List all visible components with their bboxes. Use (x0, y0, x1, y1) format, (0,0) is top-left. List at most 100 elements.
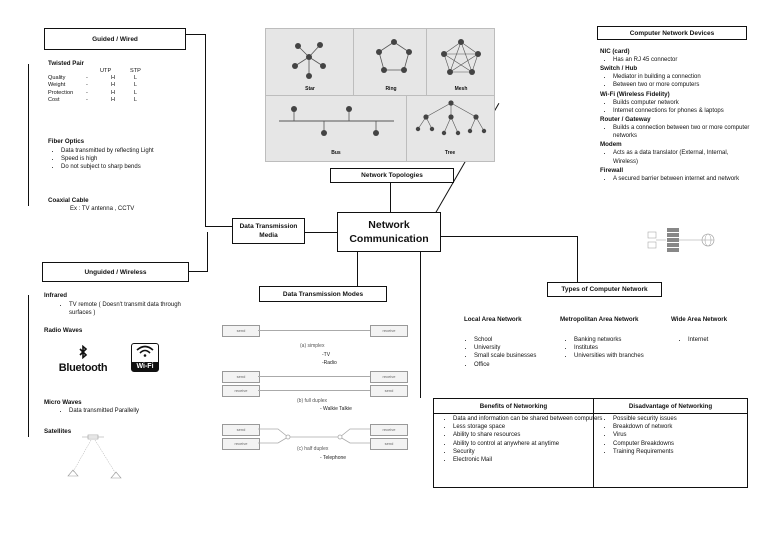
unguided-wireless-box: Unguided / Wireless (42, 262, 189, 282)
send-device: send (370, 438, 408, 450)
micro-waves-title: Micro Waves (44, 399, 82, 406)
tp-row-label: Quality (48, 75, 66, 82)
list-item: Internet (688, 336, 758, 344)
tp-utp: H (110, 89, 116, 96)
list-item: Builds computer network (613, 99, 750, 107)
data-transmission-modes-box: Data Transmission Modes (259, 286, 387, 302)
list-item: Banking networks (574, 336, 684, 344)
receive-device: receive (370, 371, 408, 383)
list-item: Builds a connection between two or more … (613, 124, 750, 140)
device-name: Wi-Fi (Wireless Fidelity) (600, 90, 670, 98)
full-duplex-caption: (b) full duplex (297, 398, 328, 404)
receive-label: receive (382, 374, 396, 379)
fiber-optics-list: Data transmitted by reflecting Light Spe… (48, 147, 191, 172)
list-item: Ability to control at anywhere at anytim… (453, 440, 605, 448)
connector-line (420, 252, 421, 398)
half-duplex-switch-lines (258, 428, 370, 444)
list-item: Acts as a data translator (External, Int… (613, 149, 750, 165)
list-item: Internet connections for phones & laptop… (613, 107, 750, 115)
list-item: Institutes (574, 344, 684, 352)
send-device: send (370, 385, 408, 397)
list-item: Virus (613, 431, 759, 439)
mesh-label: Mesh (454, 86, 468, 92)
list-item: Data transmitted Parallelly (69, 407, 201, 415)
types-title: Types of Computer Network (561, 286, 648, 293)
tp-utp: H (110, 75, 116, 82)
device-name: Router / Gateway (600, 116, 651, 124)
infrared-title: Infrared (44, 292, 68, 299)
firewall-illustration (647, 228, 715, 252)
list-item: Data transmitted by reflecting Light (61, 147, 191, 155)
benefits-list: Data and information can be shared betwe… (440, 415, 605, 464)
types-of-network-box: Types of Computer Network (547, 282, 662, 297)
coaxial-cable-title: Coaxial Cable (48, 197, 89, 204)
guided-wired-box: Guided / Wired (44, 28, 186, 50)
list-item: University (474, 344, 574, 352)
network-communication-box: Network Communication (337, 212, 441, 252)
send-device: send (222, 371, 260, 383)
tp-row-label: Protection (48, 89, 74, 96)
wifi-logo: Wi-Fi (131, 343, 159, 372)
wifi-label: Wi-Fi (132, 362, 158, 371)
receive-device: receive (370, 424, 408, 436)
tp-stp: L (133, 82, 137, 89)
list-item: Ability to share resources (453, 431, 605, 439)
list-item: TV remote ( Doesn't transmit data throug… (69, 301, 201, 317)
half-duplex-caption: (c) half duplex (297, 446, 329, 452)
wan-title: Wide Area Network (671, 316, 728, 323)
send-label: send (384, 388, 394, 393)
tp-row-label: Weight (48, 82, 66, 89)
send-device: send (222, 325, 260, 337)
tree-label: Tree (444, 150, 456, 156)
table-divider (593, 399, 594, 487)
utp-header: UTP (100, 68, 112, 74)
device-name: NIC (card) (600, 48, 630, 55)
device-name: Modem (600, 141, 622, 149)
receive-device: receive (222, 385, 260, 397)
transmission-line (258, 330, 370, 331)
tp-row-label: Cost (48, 96, 60, 103)
data-media-title: Data Transmission Media (239, 223, 298, 239)
man-list: Banking networks Institutes Universities… (561, 336, 684, 361)
star-topology-diagram (292, 42, 326, 79)
tp-dash: - (86, 75, 88, 82)
list-item: Has an RJ 45 connector (613, 56, 750, 64)
mesh-topology-diagram (441, 39, 481, 75)
tp-stp: L (133, 89, 137, 96)
lan-title: Local Area Network (464, 316, 522, 323)
list-item: Universities with branches (574, 352, 684, 360)
connector-line (390, 183, 391, 216)
list-item: Possible security issues (613, 415, 759, 423)
network-topologies-box: Network Topologies (330, 168, 454, 183)
list-item: Training Requirements (613, 448, 759, 456)
connector-line (357, 252, 358, 286)
list-item: A secured barrier between internet and n… (613, 175, 750, 183)
list-item: Between two or more computers (613, 81, 750, 89)
star-label: Star (305, 86, 315, 92)
connector-line (305, 232, 337, 233)
coaxial-example: Ex : TV antenna , CCTV (70, 206, 135, 212)
receive-label: receive (382, 328, 396, 333)
wifi-icon (136, 345, 154, 357)
data-transmission-media-box: Data Transmission Media (232, 218, 305, 244)
topology-divider (426, 29, 427, 95)
receive-device: receive (222, 438, 260, 450)
stp-header: STP (130, 68, 141, 74)
table-divider (434, 413, 747, 414)
topologies-title: Network Topologies (361, 172, 423, 179)
list-item: Do not subject to sharp bends (61, 163, 191, 171)
topology-divider (266, 95, 494, 96)
bluetooth-logo: Bluetooth (58, 344, 108, 375)
connector-line (186, 34, 206, 35)
guided-title: Guided / Wired (92, 35, 138, 43)
satellites-title: Satellites (44, 428, 72, 435)
connector-line (28, 64, 29, 206)
list-item: Computer Breakdowns (613, 440, 759, 448)
transmission-line (258, 376, 370, 377)
lan-list: School University Small scale businesses… (461, 336, 574, 369)
tp-utp: H (110, 82, 116, 89)
ring-label: Ring (385, 86, 397, 92)
receive-label: receive (234, 388, 248, 393)
bus-topology-diagram (279, 106, 394, 136)
